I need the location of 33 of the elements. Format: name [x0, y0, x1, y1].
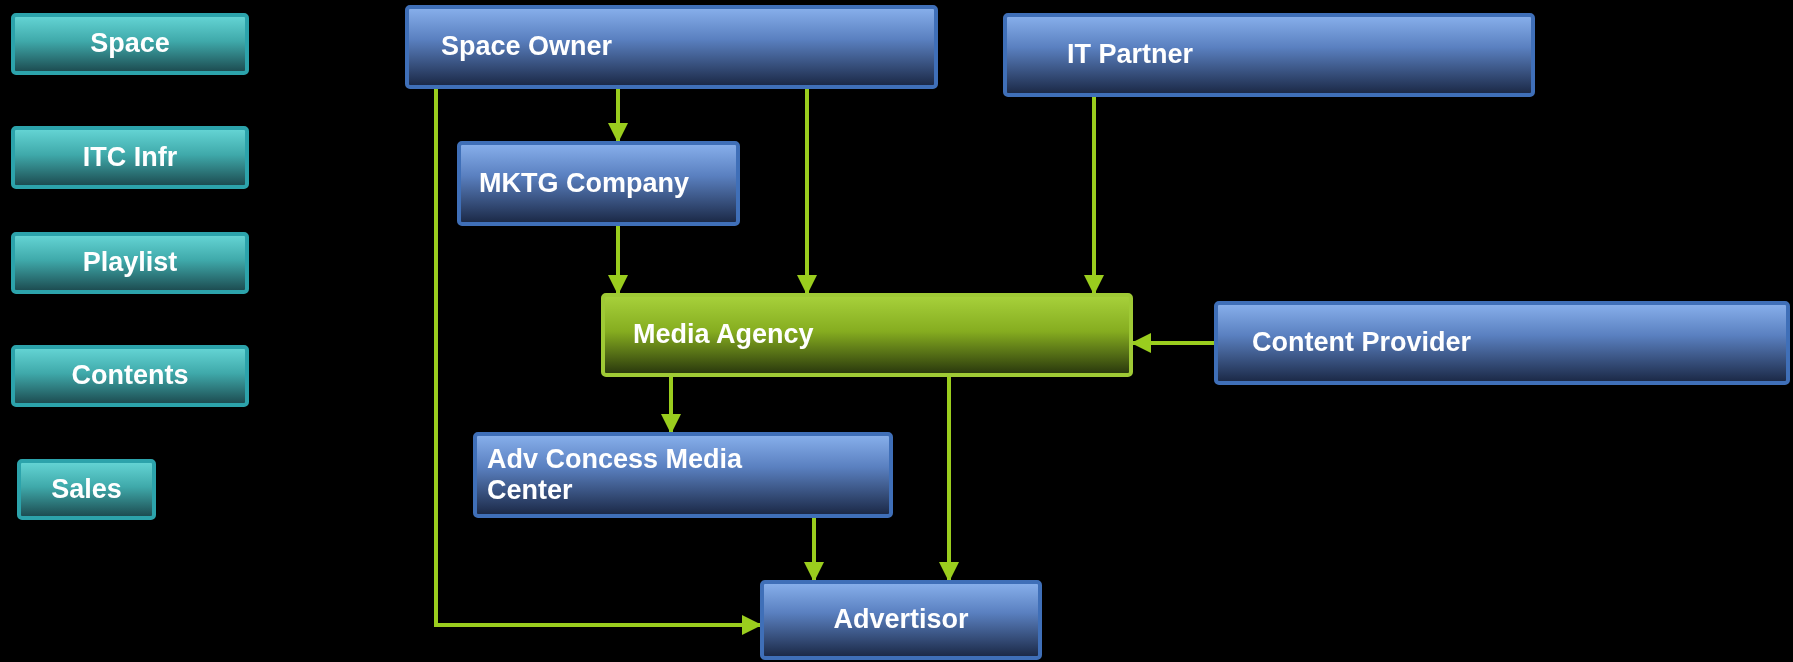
- process-box: [760, 580, 1042, 660]
- box-label: Sales: [51, 473, 122, 505]
- arrow: [434, 89, 762, 635]
- process-box: [473, 432, 893, 518]
- process-box: [457, 141, 740, 226]
- box-label: Contents: [71, 360, 189, 392]
- arrow: [797, 89, 817, 295]
- arrow: [939, 377, 959, 582]
- process-box: [11, 13, 249, 75]
- arrow: [1084, 97, 1104, 295]
- process-box: [405, 5, 938, 89]
- process-box: [1003, 13, 1535, 97]
- arrow: [608, 226, 628, 295]
- box-label: Content Provider: [1252, 327, 1472, 359]
- box-label: Advertisor: [833, 604, 969, 636]
- process-box: [601, 293, 1133, 377]
- box-label: Space Owner: [441, 31, 613, 63]
- process-box: [11, 126, 249, 189]
- arrow: [608, 89, 628, 143]
- process-box: [17, 459, 156, 520]
- process-box: [1214, 301, 1790, 385]
- box-label: Adv Concess Media Center: [487, 443, 744, 507]
- process-box: [11, 345, 249, 407]
- box-label: MKTG Company: [479, 167, 689, 199]
- process-box: [11, 232, 249, 294]
- box-label: Media Agency: [633, 319, 814, 351]
- box-label: IT Partner: [1067, 39, 1194, 71]
- box-label: Playlist: [82, 247, 178, 279]
- arrow: [804, 518, 824, 582]
- box-label: ITC Infr: [82, 141, 178, 173]
- arrow: [1131, 333, 1214, 353]
- box-label: Space: [90, 28, 170, 60]
- arrow: [661, 377, 681, 434]
